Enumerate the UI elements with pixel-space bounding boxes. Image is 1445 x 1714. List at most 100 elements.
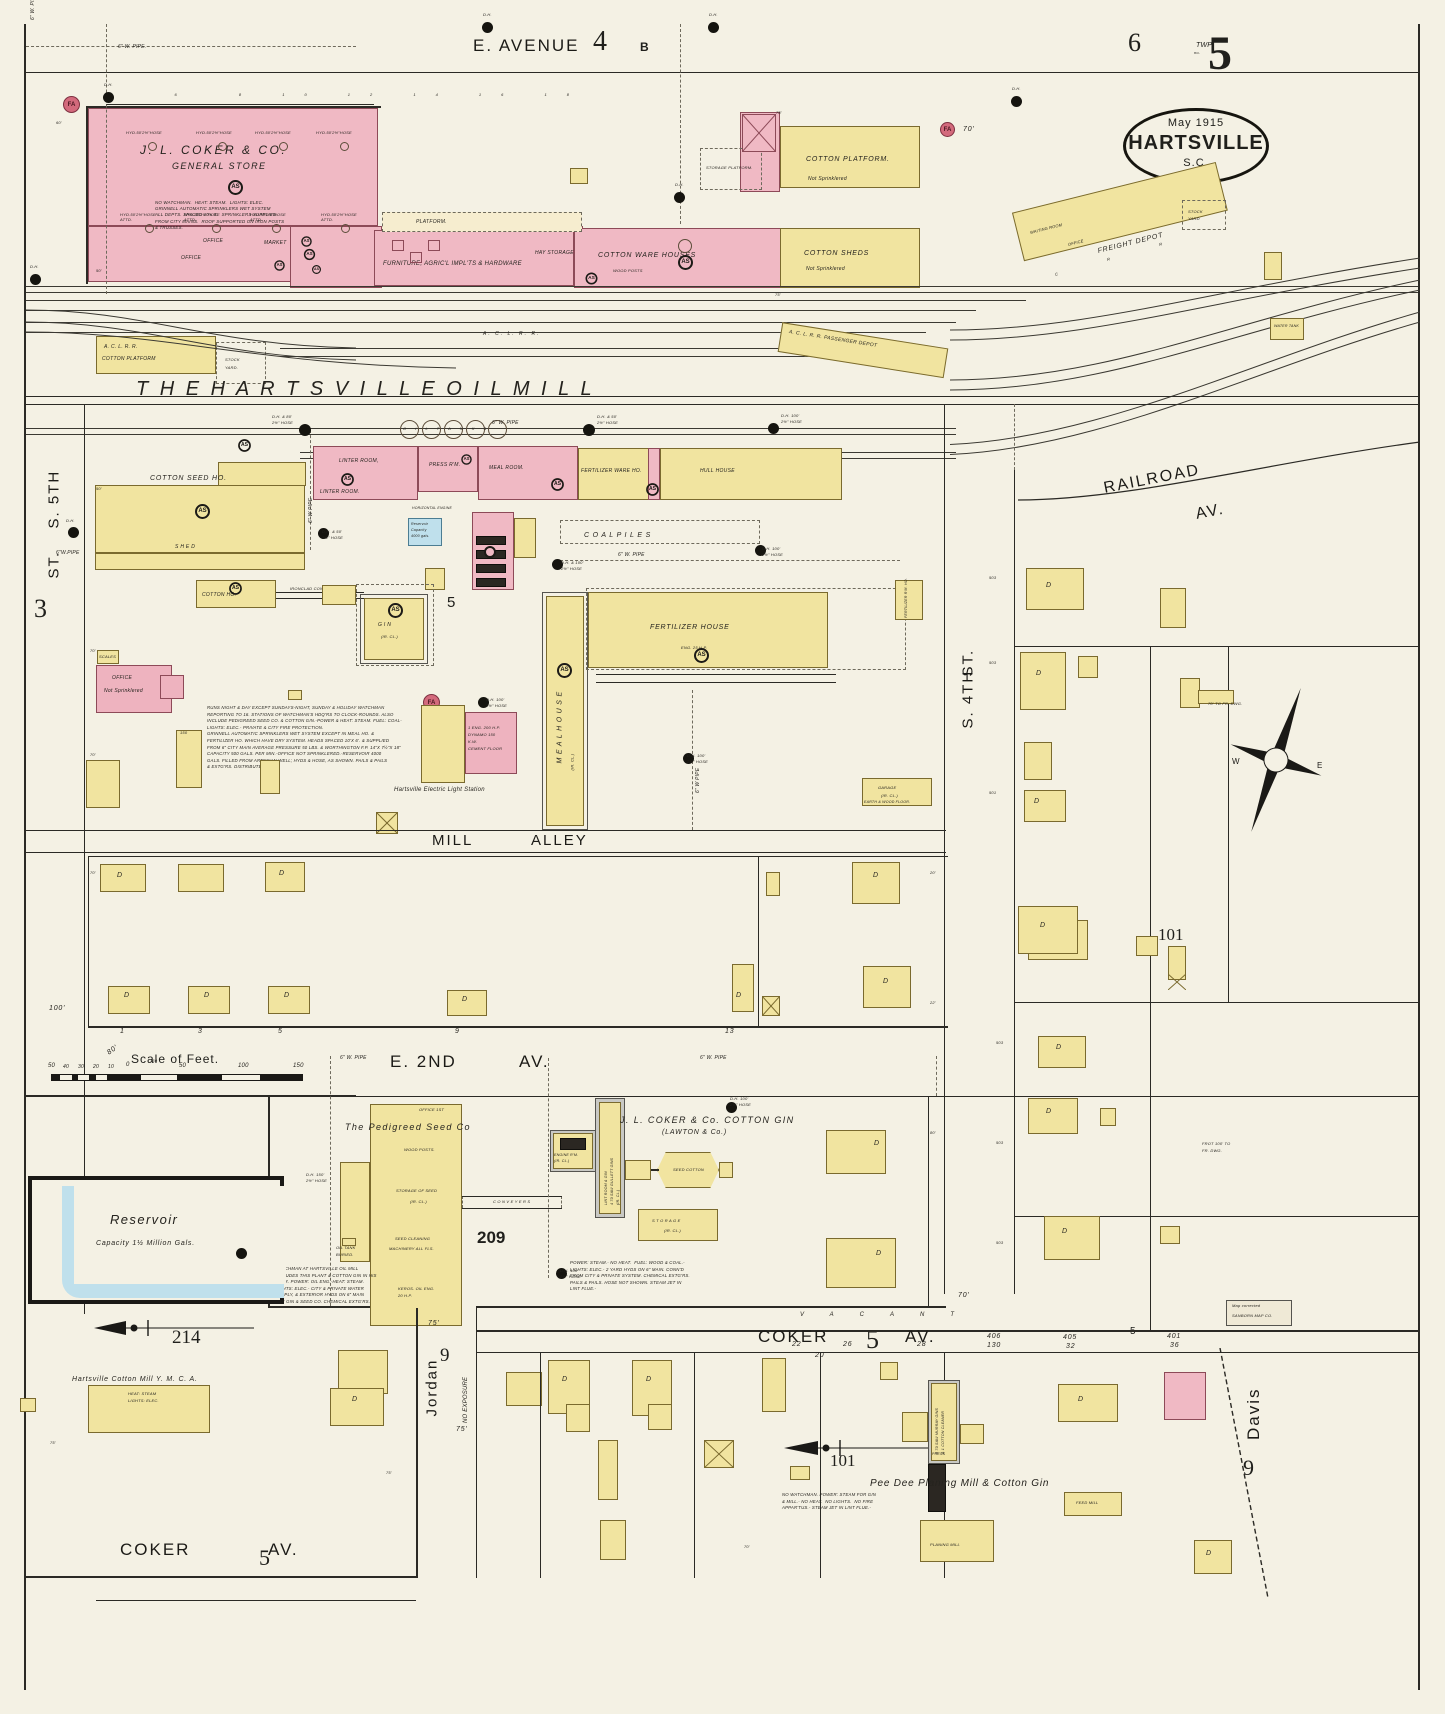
meal-house-sub: (IR. CL.) — [569, 753, 575, 771]
automatic-sprinkler-icon-linter: AS — [341, 473, 354, 486]
gin-block-right — [928, 1096, 929, 1308]
warehouse-post-b — [428, 240, 440, 251]
coker-gin-seed-cotton-label: SEED COTTON — [673, 1167, 705, 1172]
double-hydrant-label-9: D.H. 100' 2½" HOSE — [781, 413, 803, 424]
rail-line-6 — [26, 332, 926, 333]
double-hydrant-9 — [768, 423, 779, 434]
oilmill-reservoir-label: Reservoir Capacity 4000 gals. — [411, 522, 430, 538]
automatic-sprinkler-icon-cottonseed: AS — [195, 504, 210, 519]
dim-mark-t: 70' — [744, 1544, 750, 1549]
hydrant-circle-h — [341, 224, 350, 233]
ymca-building — [88, 1385, 210, 1433]
pedigreed-storage-of-seed: STORAGE OF SEED — [396, 1188, 438, 1193]
pedigreed-office-label: OFFICE 1ST — [419, 1107, 445, 1112]
right-dwelling-11 — [1168, 946, 1186, 980]
double-hydrant-8 — [583, 424, 595, 436]
stock-yard — [216, 342, 266, 384]
automatic-sprinkler-icon-furniture: AS — [585, 272, 598, 285]
hydrant-circle-a — [148, 142, 157, 151]
right-dwelling-8 — [1024, 790, 1066, 822]
double-hydrant-13 — [552, 559, 563, 570]
double-hydrant-11 — [68, 527, 79, 538]
small-office-box — [570, 168, 588, 184]
rail-line-5 — [26, 322, 956, 323]
elec-small-shed — [176, 730, 202, 788]
reservoir-capacity-label: Capacity 1½ Million Gals. — [96, 1240, 195, 1247]
rail-line-2 — [26, 292, 1418, 293]
dwelling-mid-4 — [852, 862, 900, 904]
lot-num-5: 5 — [278, 1028, 283, 1035]
twp-sub: no. — [1194, 50, 1201, 55]
second-ave-dwelling-a — [826, 1130, 886, 1174]
fertilizer-track-b — [596, 682, 836, 683]
pipe-label-8: 6" W. PIPE — [700, 1055, 727, 1061]
right-edge-dwelling — [1264, 252, 1282, 280]
double-hydrant-label-7: D.H. & 80' 2½" HOSE — [272, 414, 294, 425]
second-ave-dwelling-letter-b: D — [876, 1250, 882, 1257]
automatic-sprinkler-icon-warehouse: AS — [678, 255, 693, 270]
planing-mill-side-a — [902, 1412, 928, 1442]
dim-mark-n: 501 — [989, 790, 997, 795]
dim-100: 100' — [49, 1005, 66, 1012]
furniture-label: FURNITURE, AGRIC'L IMPL'TS & HARDWARE — [383, 261, 522, 267]
right-dwelling-letter-7: D — [1034, 798, 1040, 805]
rail-curves-left — [26, 309, 457, 369]
automatic-sprinkler-icon-meal: AS — [551, 478, 564, 491]
double-hydrant-17 — [556, 1268, 567, 1279]
page-ref-bottom-coker-5: 5 — [259, 1545, 270, 1570]
dwelling-letter-mid8: D — [736, 992, 742, 999]
cotton-house-label: COTTON HO. — [202, 592, 237, 598]
pipe-label-5: 6" W. PIPE — [618, 552, 645, 558]
ref-center-5a: 5 — [447, 594, 456, 611]
page-ref-right-101: 101 — [1158, 925, 1184, 944]
scale-tick-0: 0 — [126, 1062, 130, 1068]
feed-mill-building — [1064, 1492, 1122, 1516]
dim-mark-q: 503 — [996, 1240, 1004, 1245]
automatic-sprinkler-icon: AS — [228, 180, 243, 195]
gin-house-iron-clad — [360, 594, 428, 664]
lot-num-3: 3 — [198, 1028, 203, 1035]
street-s-4th-suffix: ST. — [959, 648, 977, 677]
automatic-sprinkler-icon-market-b: AS — [274, 260, 285, 271]
lot-ref-209: 209 — [477, 1228, 506, 1247]
right-dwelling-18 — [1194, 1540, 1232, 1574]
scale-bar — [51, 1074, 303, 1081]
oil-mill-office-label: OFFICE — [112, 675, 133, 681]
scale-tick-50r: 50 — [179, 1063, 187, 1069]
freight-stock-yard — [1182, 200, 1226, 230]
right-dwelling-13 — [1028, 1098, 1078, 1134]
planing-mill-press-label: PRESS — [932, 1452, 946, 1456]
right-block-line-1 — [1014, 646, 1418, 647]
coker-office-label-2: OFFICE — [181, 255, 202, 261]
double-hydrant-6 — [1011, 96, 1022, 107]
oil-tank-2 — [422, 420, 441, 439]
page-ref-left-mid: 3 — [34, 594, 47, 623]
coker-gin-title: J. L. COKER & Co. COTTON GIN — [620, 1115, 795, 1125]
dwelling-mid-2 — [178, 864, 224, 892]
right-block-line-2 — [1014, 1002, 1418, 1003]
storage-platform — [700, 148, 762, 190]
cross-hatch-icon-5 — [704, 1440, 734, 1468]
dim-mark-c: 50' — [96, 486, 102, 491]
coker-av-bottom-line-b — [96, 1600, 416, 1601]
pedigreed-kerosene-eng: KEROS. OIL ENG. 20 H.P. — [398, 1286, 435, 1298]
planing-mill-building-label: PLANING MILL — [930, 1542, 960, 1547]
hay-storage-label: HAY STORAGE — [535, 250, 574, 256]
second-ave-dwelling-letter-a: D — [874, 1140, 880, 1147]
right-dwelling-16 — [1160, 1226, 1180, 1244]
pedigreed-seed-cleaning-2: MACHINERY ALL FLS. — [389, 1246, 434, 1251]
bottom-block-vert-c — [820, 1352, 821, 1578]
oil-mill-office-wing — [160, 675, 184, 699]
oil-mill-office-sub: Not Sprinklered — [104, 688, 143, 694]
dwelling-letter-9: D — [462, 996, 468, 1003]
dwelling-mid-5 — [863, 966, 911, 1008]
compass-rose-icon: W E — [1230, 688, 1322, 832]
double-hydrant-label-2: D.H. — [104, 82, 113, 87]
s-4th-st-line-a — [944, 404, 945, 1294]
dim-mark-o: 503 — [996, 1040, 1004, 1045]
boiler-4 — [476, 578, 506, 587]
coker-av-bottom-line — [26, 1576, 416, 1578]
jordan-no-exposure-note: NO EXPOSURE — [463, 1376, 469, 1423]
garage-label: GARAGE — [878, 785, 897, 790]
